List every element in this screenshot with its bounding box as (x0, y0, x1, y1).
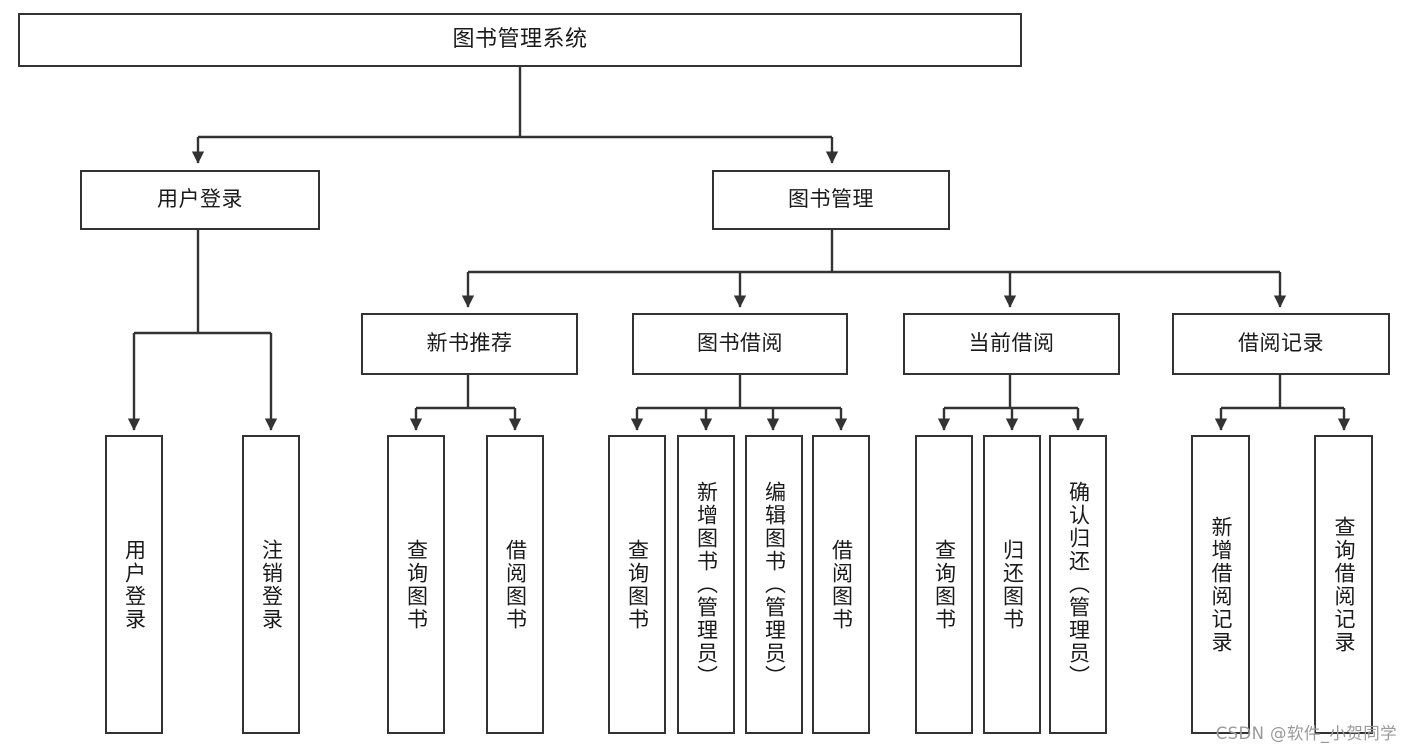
node-new-book-recommend[interactable]: 新书推荐 (361, 313, 578, 375)
node-label: 查询借阅记录 (1331, 515, 1356, 654)
leaf-confirm-return[interactable]: 确认归还（管理员） (1049, 435, 1107, 734)
leaf-logout-login[interactable]: 注销登录 (242, 435, 300, 734)
leaf-borrow-book-1[interactable]: 借阅图书 (486, 435, 544, 734)
node-label: 图书借阅 (697, 331, 783, 356)
node-label: 借阅记录 (1238, 331, 1324, 356)
node-label: 图书管理 (788, 187, 874, 212)
node-user-login[interactable]: 用户登录 (80, 170, 320, 230)
node-label: 图书管理系统 (452, 26, 588, 52)
leaf-query-book-3[interactable]: 查询图书 (915, 435, 973, 734)
leaf-edit-book[interactable]: 编辑图书（管理员） (745, 435, 803, 734)
node-label: 查询图书 (404, 538, 429, 631)
leaf-query-record[interactable]: 查询借阅记录 (1314, 435, 1373, 734)
csdn-watermark: CSDN @软件_小贺同学 (1215, 724, 1397, 743)
leaf-add-record[interactable]: 新增借阅记录 (1191, 435, 1250, 734)
node-label: 当前借阅 (968, 331, 1055, 356)
node-root-system[interactable]: 图书管理系统 (18, 13, 1022, 67)
node-label: 新增图书（管理员） (694, 481, 719, 688)
node-borrow-record[interactable]: 借阅记录 (1172, 313, 1390, 375)
node-book-borrow[interactable]: 图书借阅 (632, 313, 848, 375)
node-label: 查询图书 (625, 538, 650, 631)
node-label: 新书推荐 (426, 331, 513, 356)
node-label: 归还图书 (1000, 538, 1025, 631)
node-label: 注销登录 (259, 538, 284, 631)
node-label: 用户登录 (157, 187, 243, 212)
node-book-manage[interactable]: 图书管理 (712, 170, 950, 230)
node-label: 确认归还（管理员） (1066, 481, 1091, 688)
node-label: 查询图书 (932, 538, 957, 631)
leaf-query-book-2[interactable]: 查询图书 (608, 435, 666, 734)
node-label: 新增借阅记录 (1208, 515, 1233, 654)
node-label: 用户登录 (122, 538, 147, 631)
leaf-borrow-book-2[interactable]: 借阅图书 (812, 435, 870, 734)
leaf-add-book[interactable]: 新增图书（管理员） (677, 435, 735, 734)
leaf-query-book-1[interactable]: 查询图书 (387, 435, 445, 734)
node-label: 编辑图书（管理员） (762, 481, 787, 688)
leaf-return-book[interactable]: 归还图书 (983, 435, 1041, 734)
node-label: 借阅图书 (829, 538, 854, 631)
node-label: 借阅图书 (503, 538, 528, 631)
node-current-borrow[interactable]: 当前借阅 (903, 313, 1120, 375)
leaf-user-login[interactable]: 用户登录 (105, 435, 163, 734)
